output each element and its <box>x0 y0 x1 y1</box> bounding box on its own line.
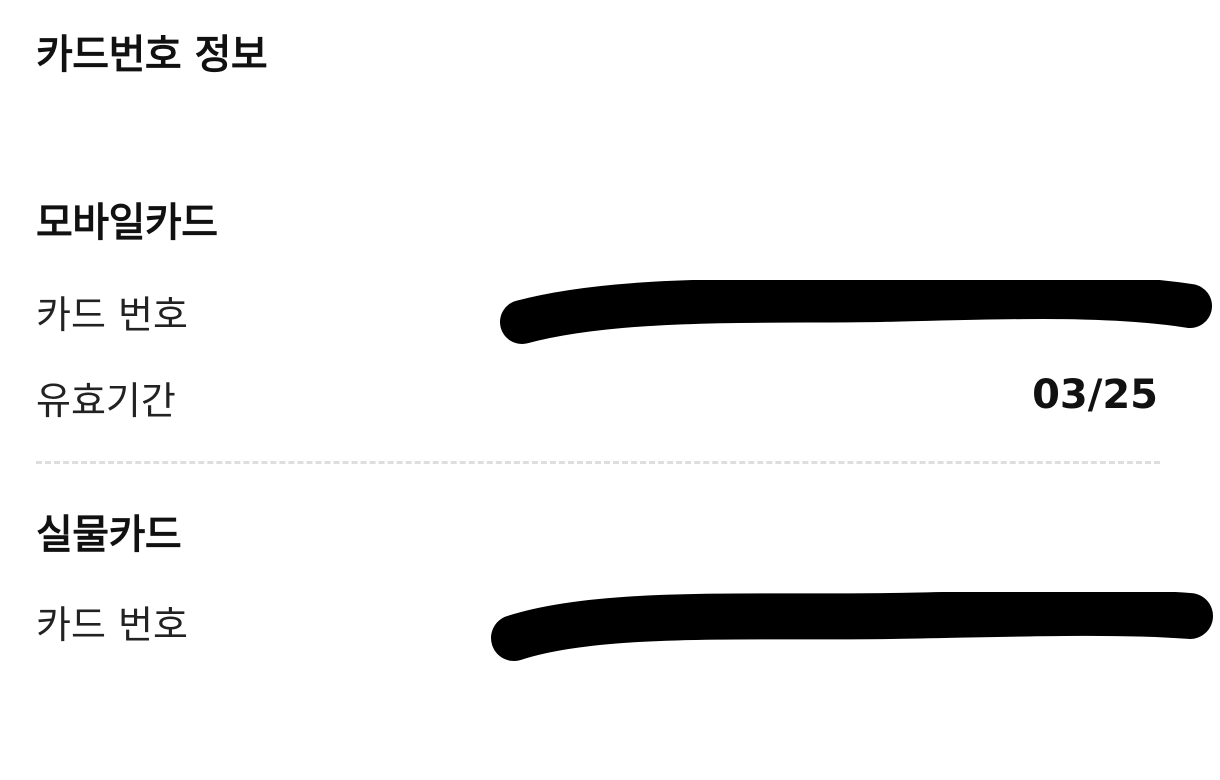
physical-card-number-label: 카드 번호 <box>36 603 188 647</box>
physical-card-number-redaction <box>491 592 1213 661</box>
mobile-card-number-redaction <box>500 280 1212 344</box>
page-title: 카드번호 정보 <box>36 32 268 78</box>
mobile-card-expiry-value: 03/25 <box>1032 372 1158 418</box>
section-divider <box>36 461 1160 464</box>
mobile-card-number-label: 카드 번호 <box>36 293 188 337</box>
mobile-card-expiry-label: 유효기간 <box>36 379 176 423</box>
mobile-card-title: 모바일카드 <box>36 200 218 246</box>
physical-card-title: 실물카드 <box>36 512 182 558</box>
